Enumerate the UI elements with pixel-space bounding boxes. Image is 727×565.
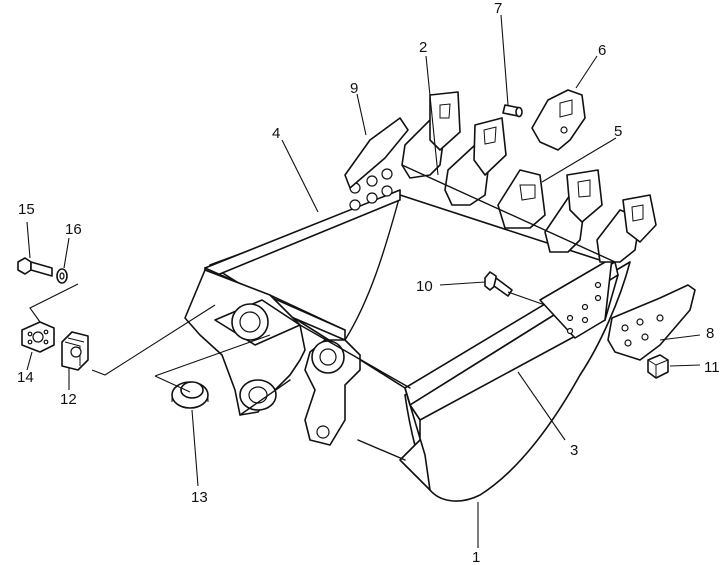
teeth-row [401, 91, 657, 263]
callout-9: 9 [350, 80, 358, 97]
adapter-5 [622, 194, 657, 243]
front-hinge-hole [319, 348, 337, 366]
callout-14: 14 [17, 369, 34, 386]
side-cutter-8 [607, 284, 696, 361]
bolt-15 [17, 257, 53, 277]
side-shroud-9 [344, 117, 409, 189]
plug-13 [171, 381, 209, 409]
callout-2: 2 [419, 39, 427, 56]
callout-5: 5 [614, 123, 622, 140]
callout-10: 10 [416, 278, 433, 295]
leader-lines [26, 14, 701, 548]
rear-bracket-assembly [184, 269, 411, 461]
rear-hinge-hole [239, 311, 261, 333]
washer-16 [56, 268, 68, 284]
cutting-edge [539, 257, 613, 339]
side-plate-holes [566, 281, 602, 335]
callout-4: 4 [272, 125, 280, 142]
callout-13: 13 [191, 489, 208, 506]
bucket-body [204, 168, 631, 502]
callout-12: 12 [60, 391, 77, 408]
callout-7: 7 [494, 0, 502, 17]
callout-8: 8 [706, 325, 714, 342]
callout-15: 15 [18, 201, 35, 218]
shim-stack-12 [61, 331, 89, 371]
front-lip [399, 387, 431, 491]
side-plate-bolts [349, 168, 393, 211]
bucket-inner-curve [344, 194, 401, 341]
bracket-web [239, 294, 411, 461]
flange-14 [21, 321, 55, 353]
callout-3: 3 [570, 442, 578, 459]
adapter-1 [429, 91, 461, 151]
callout-1: 1 [472, 549, 480, 565]
nut-11 [647, 354, 669, 379]
callout-6: 6 [598, 42, 606, 59]
callout-11: 11 [704, 359, 720, 376]
spare-tooth [531, 89, 586, 151]
lower-hinge-hole [248, 386, 268, 404]
callout-labels: 1 2 3 4 5 6 7 8 9 10 11 12 13 14 15 16 [17, 0, 720, 565]
bolt-10 [484, 271, 513, 297]
callout-16: 16 [65, 221, 82, 238]
front-bracket-hole [316, 425, 330, 439]
adapter-2 [473, 117, 507, 176]
tooth-pin [502, 104, 523, 118]
